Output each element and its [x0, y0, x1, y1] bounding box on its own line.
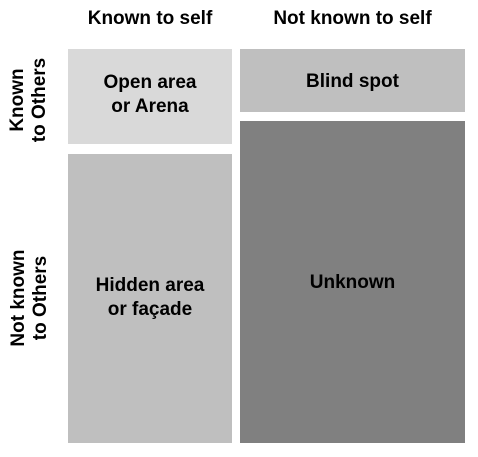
- pane-open-label-line-1: Open area: [103, 72, 197, 93]
- pane-open-area: Open area or Arena: [68, 49, 232, 144]
- row-header-not-known-line-2: to Others: [30, 255, 51, 341]
- pane-blind-label: Blind spot: [306, 71, 399, 92]
- pane-hidden-area: Hidden area or façade: [68, 154, 232, 443]
- row-header-known-line-2: to Others: [29, 57, 50, 143]
- row-header-not-known-line-1: Not known: [8, 249, 29, 347]
- column-header-known-to-self: Known to self: [87, 8, 213, 29]
- pane-open-label-line-2: or Arena: [111, 96, 189, 117]
- pane-blind-spot: Blind spot: [240, 49, 465, 112]
- row-header-not-known-to-others: Not known to Others: [8, 213, 52, 383]
- pane-hidden-label-line-2: or façade: [107, 299, 193, 320]
- row-header-known-line-1: Known: [7, 68, 28, 132]
- row-header-known-to-others: Known to Others: [7, 45, 51, 155]
- pane-hidden-label-line-1: Hidden area: [95, 275, 205, 296]
- pane-unknown-label: Unknown: [309, 272, 396, 293]
- column-header-not-known-to-self: Not known to self: [273, 8, 432, 29]
- pane-unknown: Unknown: [240, 121, 465, 443]
